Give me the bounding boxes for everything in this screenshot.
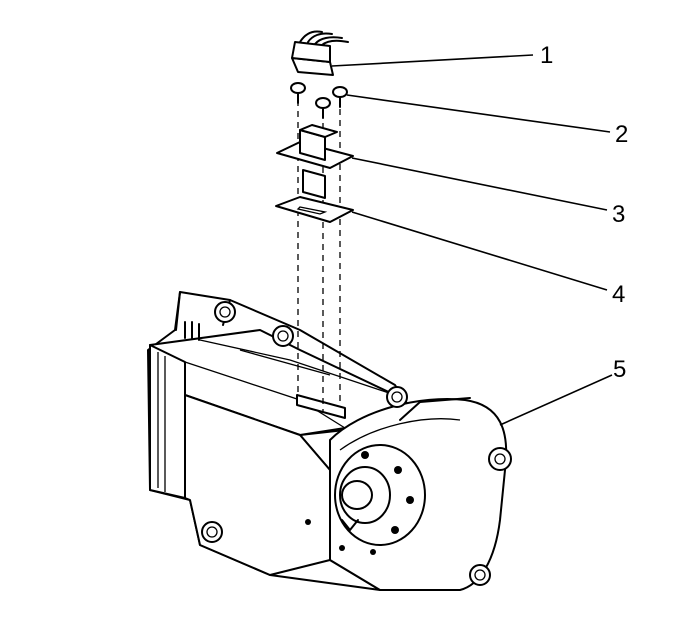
callout-1: 1 — [540, 42, 553, 69]
leader-lines — [331, 54, 613, 426]
motor-shaft — [341, 480, 373, 510]
callout-5: 5 — [613, 356, 626, 383]
electrical-connector — [291, 30, 349, 76]
actuator — [276, 124, 354, 199]
housing-bolts — [201, 301, 512, 586]
screws — [290, 82, 348, 119]
callout-2: 2 — [615, 121, 628, 148]
housing-assembly — [147, 291, 512, 591]
housing-inlet — [149, 344, 186, 499]
callout-3: 3 — [612, 201, 625, 228]
callout-4: 4 — [612, 281, 625, 308]
